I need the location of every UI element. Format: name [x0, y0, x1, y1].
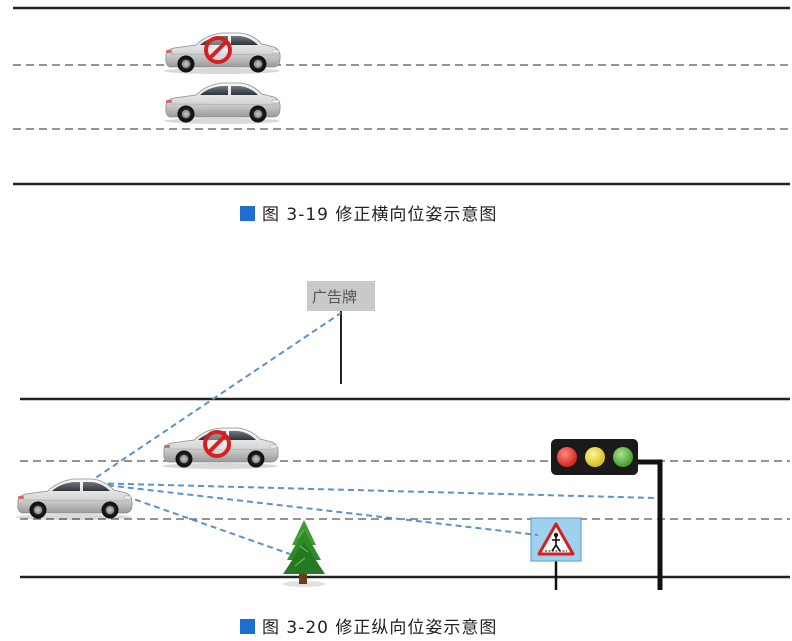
- figure-3-19: 图 3-19 修正横向位姿示意图: [13, 6, 790, 225]
- billboard-icon: 广告牌: [307, 281, 375, 384]
- pedestrian-crossing-sign-icon: [530, 517, 582, 590]
- no-entry-icon: [203, 35, 233, 65]
- figure-caption: 图 3-20 修正纵向位姿示意图: [262, 618, 497, 638]
- figure-3-20: 广告牌: [15, 281, 790, 638]
- car-icon: [163, 82, 281, 125]
- tree-icon: [282, 520, 326, 587]
- caption-marker: [240, 619, 255, 634]
- sight-line-billboard: [87, 312, 342, 484]
- sight-line-traffic-light: [87, 482, 656, 499]
- no-entry-icon: [202, 429, 232, 459]
- caption-marker: [240, 206, 255, 221]
- billboard-label: 广告牌: [312, 288, 357, 306]
- traffic-light-icon: [551, 439, 663, 590]
- figure-caption: 图 3-19 修正横向位姿示意图: [262, 205, 497, 225]
- car-icon: [15, 478, 133, 521]
- sight-line-crossing-sign: [87, 482, 539, 536]
